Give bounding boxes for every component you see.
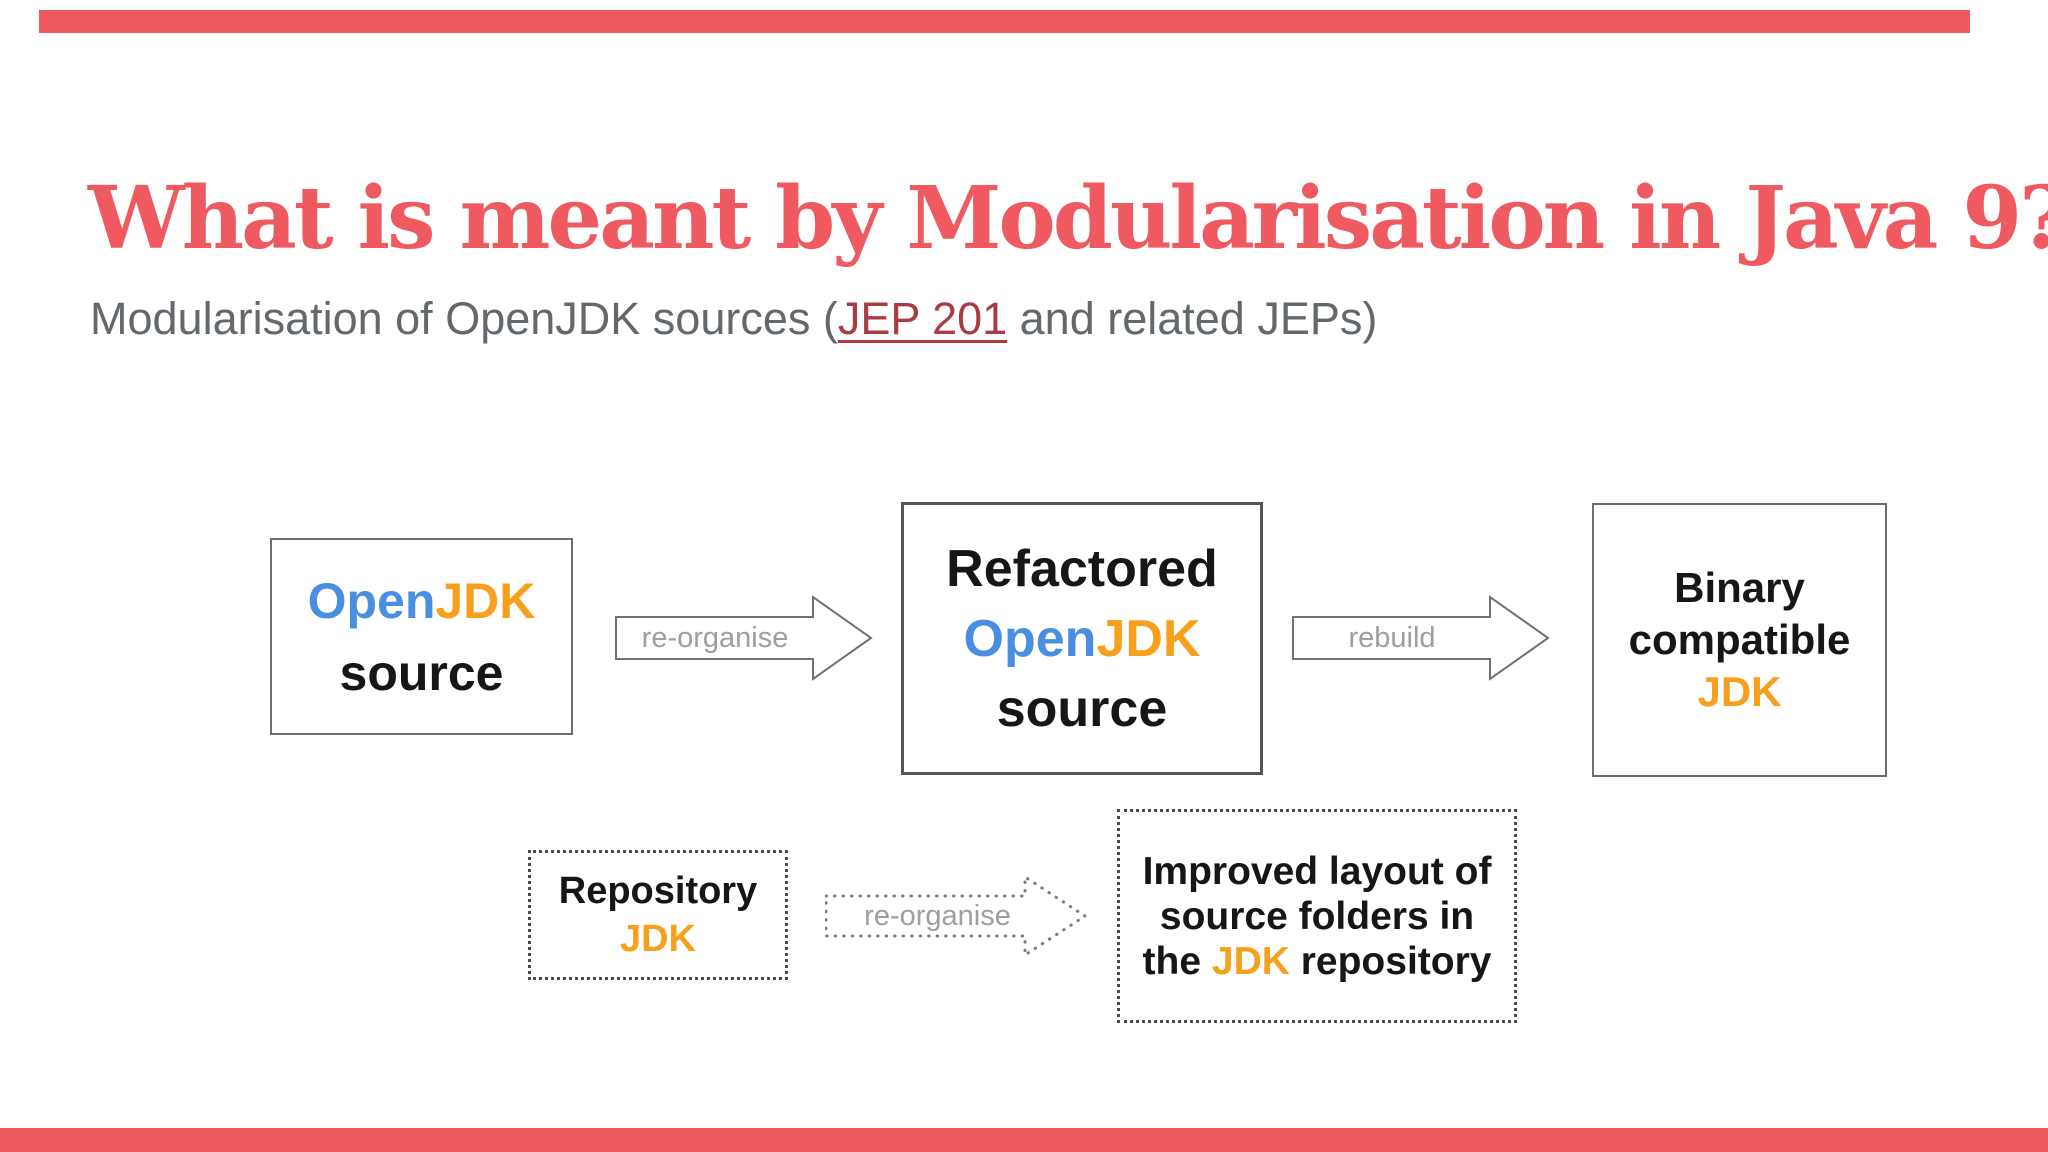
- improved-layout-line2: source folders in: [1159, 894, 1475, 938]
- line3-suffix: repository: [1289, 939, 1492, 983]
- jdk-text: JDK: [1697, 668, 1782, 715]
- jdk-text: JDK: [1211, 939, 1290, 983]
- source-text: source: [996, 679, 1168, 738]
- compatible-text: compatible: [1628, 616, 1851, 663]
- repository-jdk-box: Repository JDK: [528, 850, 788, 980]
- refactored-openjdk-source-box: Refactored OpenJDK source: [901, 502, 1263, 775]
- open-text: Open: [307, 572, 436, 629]
- block-arrow-icon: [615, 595, 873, 681]
- openjdk-wordmark: OpenJDK: [308, 565, 536, 637]
- open-text: Open: [963, 609, 1097, 668]
- block-arrow-icon: [1292, 595, 1550, 681]
- reorganise-dotted-arrow: re-organise: [825, 875, 1087, 957]
- subtitle-text-suffix: and related JEPs): [1007, 293, 1378, 344]
- reorganise-arrow-label: re-organise: [864, 899, 1011, 932]
- subtitle-text-prefix: Modularisation of OpenJDK sources (: [90, 293, 838, 344]
- slide-footer-bar: [0, 1128, 2048, 1152]
- slide-title: What is meant by Modularisation in Java …: [88, 167, 2048, 269]
- improved-layout-line3: the JDK repository: [1143, 939, 1492, 984]
- improved-layout-line1: Improved layout of: [1142, 849, 1492, 893]
- jep-201-link[interactable]: JEP 201: [837, 293, 1008, 344]
- source-text: source: [339, 644, 504, 701]
- improved-layout-box: Improved layout of source folders in the…: [1117, 809, 1517, 1023]
- rebuild-arrow: rebuild: [1292, 595, 1550, 681]
- reorganise-arrow-label: re-organise: [641, 621, 789, 654]
- slide-progress-bar: [39, 10, 1970, 33]
- slide-subtitle: Modularisation of OpenJDK sources (JEP 2…: [90, 292, 1377, 346]
- dotted-block-arrow-icon: [825, 875, 1087, 957]
- openjdk-wordmark: OpenJDK: [964, 604, 1201, 674]
- jdk-text: JDK: [619, 918, 697, 960]
- jdk-text: JDK: [435, 572, 536, 629]
- repository-text: Repository: [558, 870, 758, 912]
- binary-compatible-jdk-box: Binary compatible JDK: [1592, 503, 1887, 777]
- refactored-text: Refactored: [946, 539, 1218, 598]
- openjdk-source-box: OpenJDK source: [270, 538, 573, 735]
- line3-prefix: the: [1142, 939, 1212, 983]
- rebuild-arrow-label: rebuild: [1348, 621, 1436, 654]
- jdk-text: JDK: [1096, 609, 1201, 668]
- reorganise-arrow: re-organise: [615, 595, 873, 681]
- binary-text: Binary: [1674, 564, 1805, 611]
